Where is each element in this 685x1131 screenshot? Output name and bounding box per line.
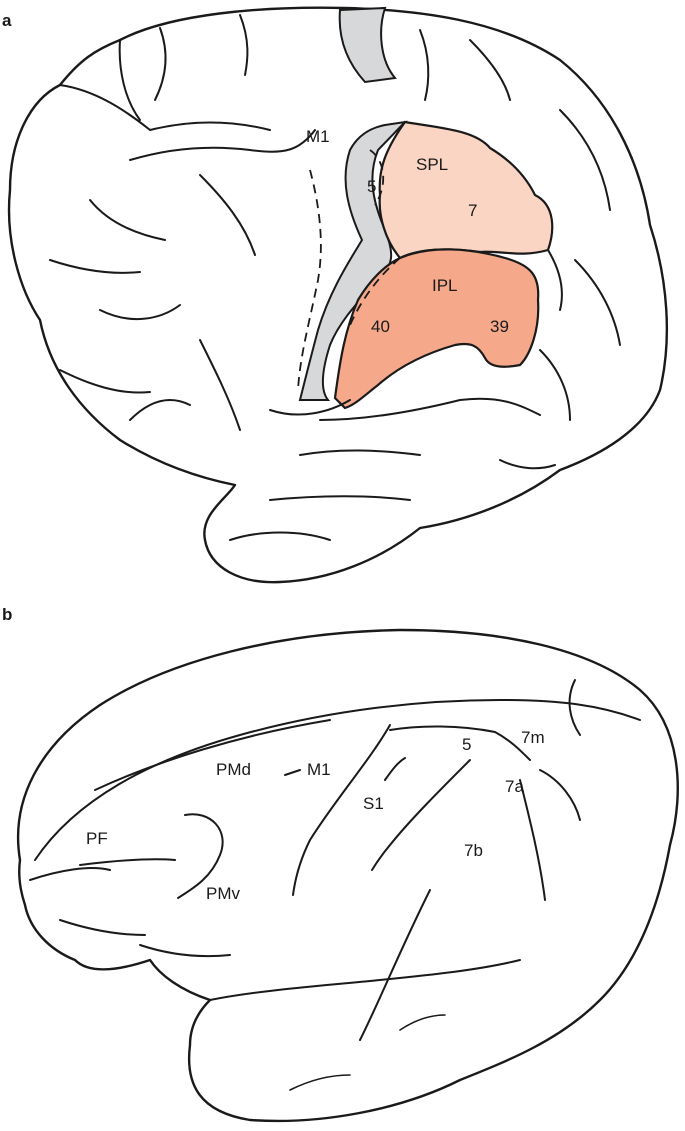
label-b-7a: 7a [505, 777, 524, 796]
label-b-7b: 7b [464, 841, 483, 860]
label-b-pmd: PMd [216, 760, 251, 779]
label-a-m1: M1 [306, 127, 330, 146]
ipl-dash [347, 257, 401, 331]
label-b-pmv: PMv [206, 884, 241, 903]
spl-region [378, 120, 554, 260]
label-b-m1: M1 [307, 760, 331, 779]
label-a-5: 5 [367, 177, 376, 196]
central-sulcus-dash [297, 169, 322, 391]
top-grey-patch [338, 6, 397, 84]
monkey-sulci-lines [29, 679, 641, 1091]
area5-dash [369, 149, 385, 206]
label-b-5: 5 [462, 735, 471, 754]
label-a-spl: SPL [416, 155, 448, 174]
label-b-7m: 7m [521, 728, 545, 747]
human-gyri-lines [49, 14, 621, 541]
label-a-39: 39 [490, 317, 509, 336]
label-a-40: 40 [371, 317, 390, 336]
ipl-region [333, 248, 540, 410]
panel-b-letter: b [2, 605, 12, 624]
label-b-pf: PF [86, 829, 108, 848]
panel-a: a [2, 6, 669, 584]
label-a-ipl: IPL [432, 276, 458, 295]
label-a-7: 7 [468, 201, 477, 220]
label-b-s1: S1 [363, 794, 384, 813]
panel-b: b 7m 5 PMd M1 7a [2, 605, 679, 1123]
panel-a-letter: a [2, 11, 12, 30]
